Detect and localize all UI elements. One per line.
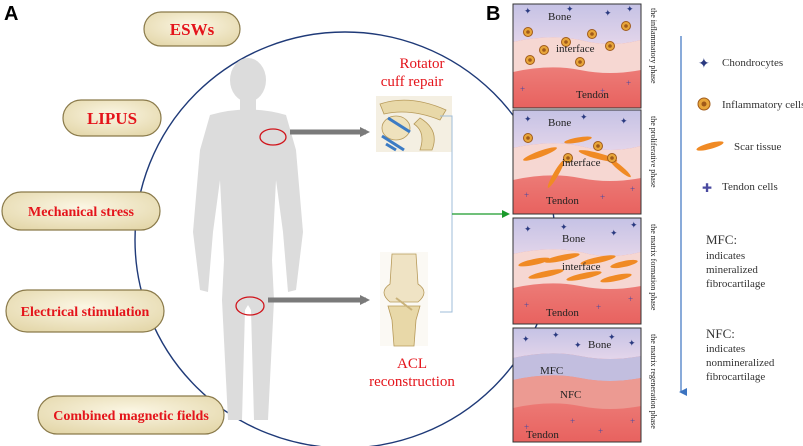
svg-text:+: + xyxy=(598,426,603,436)
phase-label-matrix-regeneration: the matrix regeneration phase xyxy=(649,334,658,429)
svg-text:✦: ✦ xyxy=(628,338,636,348)
shoulder-marker xyxy=(259,128,287,146)
svg-text:+: + xyxy=(524,422,529,432)
nfc-desc-line3: fibrocartilage xyxy=(706,371,765,383)
legend-label-inflammatory: Inflammatory cells xyxy=(722,99,803,111)
svg-text:✦: ✦ xyxy=(620,116,628,126)
svg-text:✦: ✦ xyxy=(524,114,532,124)
treatment-pill-3: Electrical stimulation xyxy=(5,289,165,333)
treatment-label: LIPUS xyxy=(87,109,137,128)
phase-panel-proliferative: ✦ ✦ ✦ + + + Bone interface Tendon xyxy=(512,109,642,215)
shoulder-joint-illustration xyxy=(376,96,452,152)
mfc-heading: MFC: xyxy=(706,232,737,247)
svg-text:✦: ✦ xyxy=(524,224,532,234)
nfc-desc-line1: indicates xyxy=(706,343,745,355)
inflammatory-cell-icon xyxy=(697,97,711,111)
layer-label-bottom: Tendon xyxy=(546,307,579,319)
layer-label-mid: interface xyxy=(562,157,601,169)
phase-panel-inflammatory: ✦ ✦ ✦ ✦ + + + Bone interface Tendon xyxy=(512,3,642,109)
svg-text:✦: ✦ xyxy=(522,334,530,344)
svg-text:+: + xyxy=(600,192,605,202)
svg-text:✦: ✦ xyxy=(580,112,588,122)
svg-text:+: + xyxy=(524,190,529,200)
rotator-label-line1: Rotator xyxy=(400,56,445,72)
treatment-pill-4: Combined magnetic fields xyxy=(37,395,225,435)
scar-tissue-icon xyxy=(696,141,724,151)
layer-label-bottom: Tendon xyxy=(526,429,559,441)
svg-text:✦: ✦ xyxy=(574,340,582,350)
mfc-desc-line1: indicates xyxy=(706,250,745,262)
treatment-pill-1: LIPUS xyxy=(62,99,162,137)
svg-text:✦: ✦ xyxy=(608,332,616,342)
svg-text:✦: ✦ xyxy=(630,220,638,230)
svg-text:✦: ✦ xyxy=(604,8,612,18)
svg-text:+: + xyxy=(628,294,633,304)
svg-text:+: + xyxy=(600,86,605,96)
treatment-label: Mechanical stress xyxy=(28,205,134,220)
acl-label-line1: ACL xyxy=(397,356,427,372)
rotator-label-line2: cuff repair xyxy=(381,74,444,90)
svg-text:✦: ✦ xyxy=(552,330,560,340)
mfc-desc-line2: mineralized xyxy=(706,264,758,276)
layer-label-mid: interface xyxy=(556,43,595,55)
treatment-pill-2: Mechanical stress xyxy=(1,191,161,231)
legend-label-tendon: Tendon cells xyxy=(722,181,778,193)
treatment-label: Electrical stimulation xyxy=(21,305,150,320)
layer-label-bottom: Tendon xyxy=(546,195,579,207)
legend-label-chondrocytes: Chondrocytes xyxy=(722,57,783,69)
tendon-cell-icon: ✚ xyxy=(702,181,712,195)
knee-joint-illustration xyxy=(380,252,428,347)
phase-label-proliferative: the proliferative phase xyxy=(649,116,658,188)
legend-label-scar: Scar tissue xyxy=(734,141,781,153)
phase-label-matrix-formation: the matrix formation phase xyxy=(649,224,658,311)
svg-text:+: + xyxy=(524,300,529,310)
layer-label-top: Bone xyxy=(588,339,611,351)
svg-text:✦: ✦ xyxy=(566,4,574,14)
layer-label-mfc: MFC xyxy=(540,365,563,377)
svg-text:+: + xyxy=(570,416,575,426)
chondrocyte-icon: ✦ xyxy=(698,57,710,72)
layer-label-mid: interface xyxy=(562,261,601,273)
legend: ✦ Chondrocytes Inflammatory cells Scar t… xyxy=(696,57,803,383)
layer-label-bottom: Tendon xyxy=(576,89,609,101)
nfc-heading: NFC: xyxy=(706,326,735,341)
layer-label-top: Bone xyxy=(548,11,571,23)
layer-label-nfc: NFC xyxy=(560,389,581,401)
treatment-pill-0: ESWs xyxy=(143,11,241,47)
knee-marker xyxy=(235,296,265,316)
svg-text:+: + xyxy=(596,302,601,312)
svg-text:✦: ✦ xyxy=(560,222,568,232)
treatment-label: ESWs xyxy=(170,20,215,39)
phase-panel-matrix-formation: ✦ ✦ ✦ ✦ + + + Bone interface Tendon xyxy=(512,217,642,325)
acl-label-line2: reconstruction xyxy=(369,374,455,390)
svg-text:✦: ✦ xyxy=(626,4,634,14)
nfc-desc-line2: nonmineralized xyxy=(706,357,775,369)
panel-label-b: B xyxy=(486,3,500,25)
svg-text:+: + xyxy=(630,416,635,426)
svg-text:✦: ✦ xyxy=(524,6,532,16)
svg-text:+: + xyxy=(630,184,635,194)
svg-text:+: + xyxy=(626,78,631,88)
panel-label-a: A xyxy=(4,3,18,25)
layer-label-top: Bone xyxy=(548,117,571,129)
human-silhouette xyxy=(193,58,303,420)
phase-label-inflammatory: the inflammatory phase xyxy=(649,8,658,84)
treatment-label: Combined magnetic fields xyxy=(53,409,209,424)
mfc-desc-line3: fibrocartilage xyxy=(706,278,765,290)
layer-label-top: Bone xyxy=(562,233,585,245)
svg-text:+: + xyxy=(520,84,525,94)
svg-text:✦: ✦ xyxy=(610,228,618,238)
phase-panel-matrix-regeneration: ✦ ✦ ✦ ✦ ✦ + + + + Bone MFC NFC Tendon xyxy=(512,327,642,443)
